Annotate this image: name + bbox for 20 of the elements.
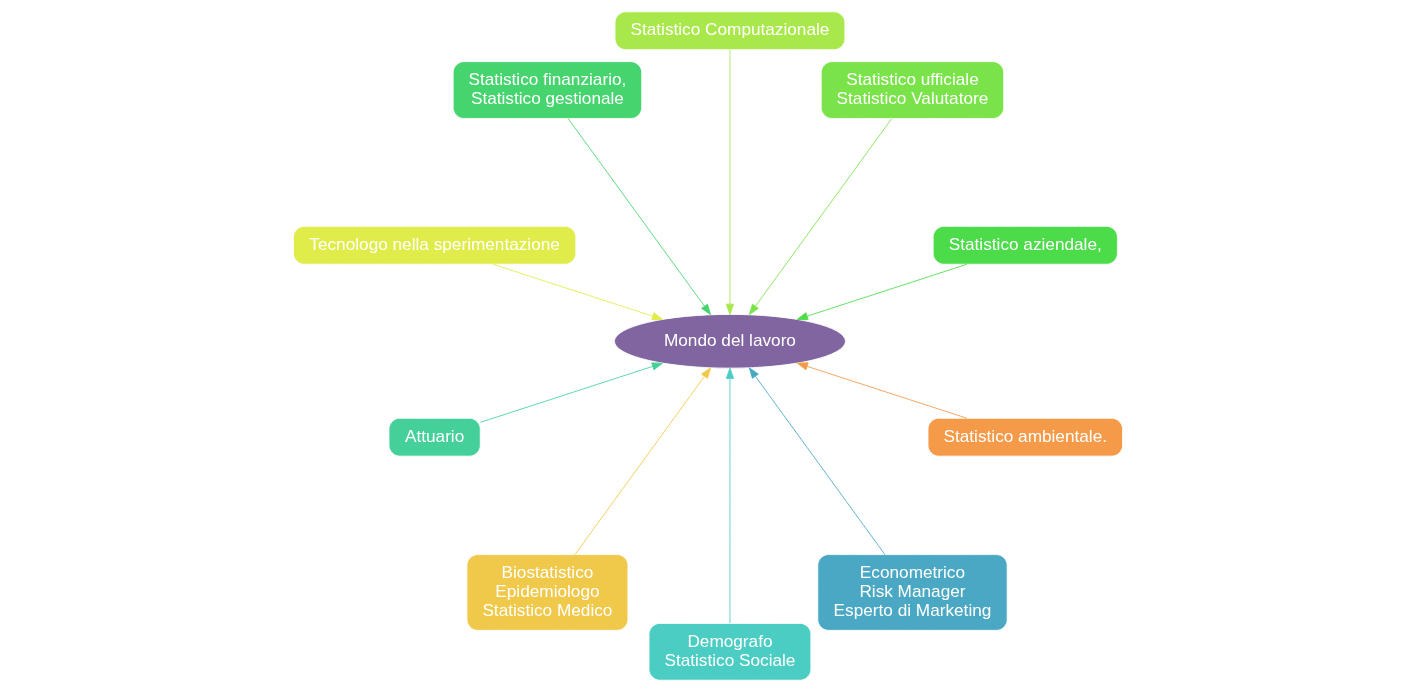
node-box: Attuario	[388, 417, 481, 457]
arrow	[567, 118, 711, 316]
arrow	[748, 367, 885, 556]
arrow	[796, 263, 967, 321]
arrow	[725, 49, 734, 315]
node-box: Statistico aziendale,	[932, 225, 1118, 265]
node-box: Tecnologo nella sperimentazione	[292, 225, 576, 265]
arrow	[574, 367, 711, 556]
node-box: Statistico ufficiale Statistico Valutatore	[820, 61, 1004, 119]
node-box: Biostatistico Epidemiologo Statistico Medico	[466, 554, 628, 631]
node-box: Statistico Computazionale	[614, 11, 845, 51]
node-box: Statistico finanziario, Statistico gestionale	[452, 61, 642, 119]
arrow	[796, 362, 967, 419]
arrow	[748, 118, 892, 316]
arrow	[492, 263, 663, 321]
node-box: Demografo Statistico Sociale	[648, 622, 811, 681]
arrow	[725, 367, 734, 624]
node-box: Econometrico Risk Manager Esperto di Marketing	[816, 554, 1008, 631]
arrow	[479, 362, 663, 423]
node-box: Statistico ambientale.	[927, 417, 1123, 457]
